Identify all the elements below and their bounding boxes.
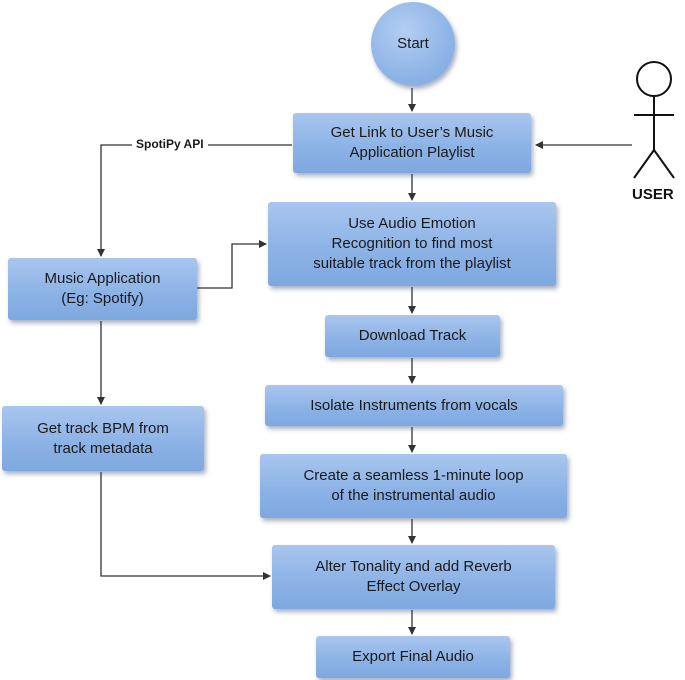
start-node: Start (371, 2, 455, 86)
user-actor-label: USER (632, 186, 674, 203)
track-bpm-node: Get track BPM from track metadata (2, 406, 204, 471)
audio-emotion-node: Use Audio Emotion Recognition to find mo… (268, 202, 556, 286)
download-track-node: Download Track (325, 315, 500, 357)
export-audio-node: Export Final Audio (316, 636, 510, 678)
edge-label-spotipy-api: SpotiPy API (132, 137, 208, 151)
get-link-node: Get Link to User’s Music Application Pla… (293, 113, 531, 173)
music-application-node: Music Application (Eg: Spotify) (8, 258, 197, 320)
isolate-instruments-node: Isolate Instruments from vocals (265, 385, 563, 426)
edge-bpm-to-alter (100, 472, 271, 580)
seamless-loop-node: Create a seamless 1-minute loop of the i… (260, 454, 567, 518)
edge-musicapp-to-emotion (197, 240, 267, 289)
alter-tonality-node: Alter Tonality and add Reverb Effect Ove… (272, 545, 555, 609)
user-actor-icon (633, 61, 675, 179)
edge-getlink-to-musicapp (97, 144, 292, 257)
